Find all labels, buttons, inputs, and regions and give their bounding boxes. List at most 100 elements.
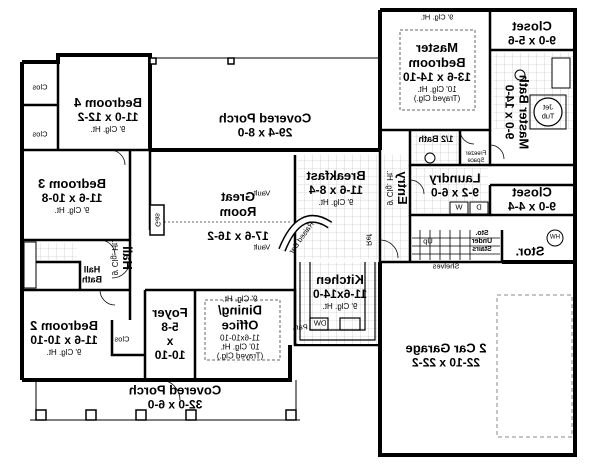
master-bedroom-dim: 13-6 x 14-10: [402, 69, 472, 84]
kitchen-ref-label: Ref: [364, 234, 374, 246]
stairs: [412, 230, 500, 260]
freezer-name2: Space: [467, 158, 485, 164]
closet-top-label: Closet 9-0 x 5-6: [507, 18, 557, 49]
fireplace-gas-label: Gas: [153, 213, 163, 227]
kitchen-ceiling: 9' Clg. Ht.: [322, 301, 358, 311]
laundry-washer-label: W: [455, 202, 463, 212]
laundry-name: Laundry: [429, 170, 481, 186]
great-room-vault-top: Vault: [253, 188, 271, 198]
porch-posts: [30, 380, 300, 421]
foyer-dim3: 10-10: [154, 347, 186, 362]
dining-name2: Office: [221, 317, 259, 333]
great-room-vault-bottom: Vault: [253, 242, 271, 252]
water-heater-label: HW: [550, 234, 560, 241]
master-bath-label: Master Bath 9-0 x 14-0: [502, 75, 531, 149]
kitchen-dw-label: DW: [313, 318, 327, 328]
stor-under-name1: Sto.: [475, 229, 489, 237]
bedroom2-ceiling: 9' Clg. Ht.: [46, 347, 82, 357]
hall-label: Hall 9' Clg. Ht.: [110, 240, 135, 276]
stairs-up-label: Up: [423, 236, 433, 246]
dining-name1: Dining/: [217, 302, 263, 318]
dining-dim: 11-6x10-10: [220, 333, 260, 343]
storage-label: Stor.: [515, 243, 545, 259]
closet-top-name: Closet: [512, 18, 552, 34]
kitchen-dim: 11-6x14-0: [312, 286, 368, 301]
master-bedroom-ceiling: 10' Clg. Ht.: [417, 84, 457, 94]
laundry-dim: 9-2 x 6-0: [430, 185, 480, 200]
hall-bath-label: Hall Bath: [75, 265, 109, 286]
breakfast-name: Breakfast: [306, 168, 366, 184]
great-room-name2: Room: [219, 204, 257, 219]
dining-trayed: (Trayed Clg.): [216, 352, 264, 362]
master-bath-dim: 9-0 x 14-0: [502, 84, 517, 140]
bedroom2-closet: Clos: [114, 334, 130, 344]
freezer-name1: Freezer: [465, 151, 487, 158]
bedroom3-dim: 11-6 x 10-8: [41, 190, 103, 205]
covered-porch-bottom-name: Covered Porch: [128, 382, 222, 398]
garage-name: 2 Car Garage: [405, 340, 487, 356]
covered-porch-bottom-label: Covered Porch 32-0 x 6-0: [128, 382, 222, 413]
entry-tile: [383, 155, 408, 260]
laundry-dryer-label: D: [476, 202, 482, 212]
dining-tray: [204, 299, 281, 361]
kitchen-label: Kitchen 11-6x14-0 9' Clg. Ht.: [312, 272, 368, 311]
master-bedroom-name1: Master: [416, 39, 458, 55]
covered-porch-top-label: Covered Porch 29-4 x 8-0: [218, 110, 312, 141]
hw-circle: [546, 229, 564, 247]
entry-label: Entry 9' Clg. Ht.: [385, 170, 410, 206]
master-bedroom-trayed: (Trayed Clg.): [413, 93, 461, 103]
entry-ceiling: 9' Clg. Ht.: [385, 170, 395, 206]
master-bath-name: Master Bath: [516, 74, 532, 150]
kitchen-name: Kitchen: [316, 272, 364, 288]
closet-bottom-label: Closet 9-0 x 4-4: [507, 184, 557, 215]
dining-ceiling: 10' Clg. Ht.: [220, 342, 260, 352]
fireplace: [149, 204, 165, 236]
great-room-label: Great Room: [219, 189, 257, 220]
master-bedroom-ceiling-top: 9' Clg. Ht.: [420, 12, 454, 22]
master-bedroom-label: Master Bedroom 13-6 x 14-10 10' Clg. Ht.…: [402, 39, 472, 103]
foyer-dim1: 5-8: [161, 319, 179, 334]
shelves-label: Shelves: [432, 261, 460, 271]
foyer-dim2: x: [166, 333, 174, 348]
closet-top-dim: 9-0 x 5-6: [507, 33, 557, 48]
foyer-name: Foyer: [152, 304, 188, 320]
bedroom2-name: Bedroom 2: [30, 318, 98, 334]
breakfast-tile: [298, 155, 378, 259]
bedroom4-closet-top: Clos: [32, 82, 48, 92]
foyer-label: Foyer 5-8 x 10-10: [152, 304, 188, 362]
freezer-space-label: Freezer Space: [466, 151, 487, 165]
garage-dim: 22-10 x 22-2: [411, 355, 481, 370]
hall-bath-name: Hall Bath: [82, 264, 102, 285]
bedroom4-dim: 11-0 x 12-2: [77, 109, 139, 124]
closet-bottom-dim: 9-0 x 4-4: [507, 199, 557, 214]
jet-tub: [533, 97, 563, 127]
bedroom3-label: Bedroom 3 11-6 x 10-8 9' Clg. Ht.: [38, 176, 106, 215]
breakfast-dim: 11-6 x 8-4: [308, 182, 364, 197]
bedroom2-dim: 11-6 x 10-10: [30, 332, 98, 347]
breakfast-ceiling: 9' Clg. Ht.: [318, 197, 354, 207]
laundry-label: Laundry 9-2 x 6-0: [429, 170, 481, 201]
master-bedroom-name2: Bedroom: [408, 54, 466, 70]
bedroom4-name: Bedroom 4: [74, 95, 142, 111]
stor-under-name3: Stairs: [472, 246, 492, 254]
garage-label: 2 Car Garage 22-10 x 22-2: [405, 340, 487, 371]
master-tray: [399, 29, 476, 111]
hall-tub: [23, 241, 37, 289]
bedroom4-label: Bedroom 4 11-0 x 12-2 9' Clg. Ht.: [74, 95, 142, 134]
hall-ceiling: 9' Clg. Ht.: [110, 240, 120, 276]
kitchen-pantry-label: Pan.: [292, 322, 308, 332]
covered-porch-top-dim: 29-4 x 8-0: [237, 125, 293, 140]
jet-tub-name2: Tub: [541, 111, 555, 120]
closet-bottom-name: Closet: [512, 184, 552, 200]
stor-under-name2: Under: [471, 237, 493, 245]
bedroom3-name: Bedroom 3: [38, 176, 106, 192]
covered-porch-top-name: Covered Porch: [218, 110, 312, 126]
interior-walls: [22, 10, 575, 380]
hall-bath-tile: [25, 243, 77, 260]
bedroom4-closet-bottom: Clos: [32, 129, 48, 139]
bedroom3-ceiling: 9' Clg. Ht.: [54, 205, 90, 215]
kitchen-counters: [299, 262, 376, 341]
covered-porch-bottom-dim: 32-0 x 6-0: [147, 397, 203, 412]
stor-under-stairs-label: Sto. Under Stairs: [472, 230, 492, 254]
